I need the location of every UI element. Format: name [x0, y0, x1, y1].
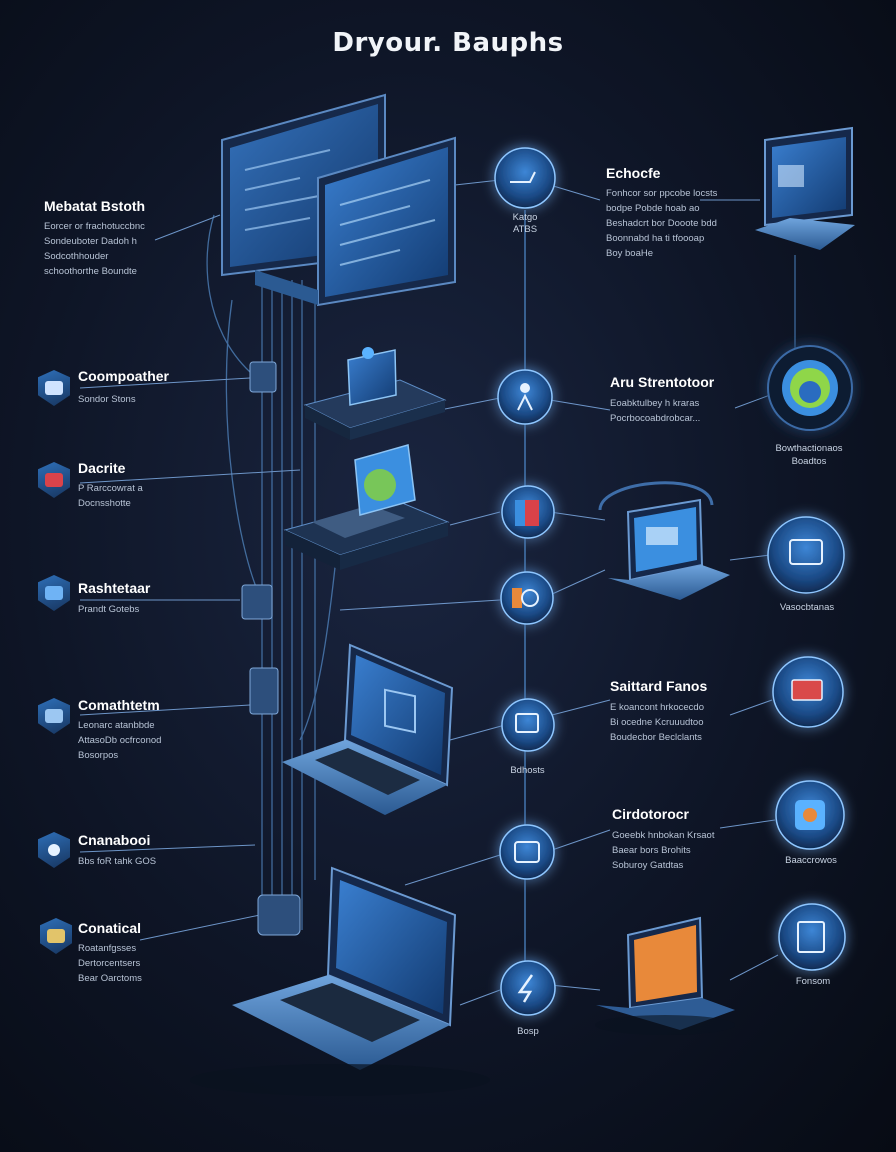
center-caption-5: Bdhosts	[510, 765, 545, 776]
right-laptop-bottom	[595, 916, 735, 1035]
node-line: Boudecbor Beclclants	[610, 732, 702, 743]
right-caption-1: Bowthactionaos Boadtos	[775, 443, 843, 467]
disc-icon	[500, 571, 554, 625]
center-orbs	[494, 147, 556, 1016]
node-line: Bbs foR tahk GOS	[78, 856, 157, 867]
left-node-6: Cnanabooi Bbs foR tahk GOS	[78, 832, 156, 869]
node-line: E koancont hrkocecdo	[610, 702, 705, 713]
eye-shield-icon	[767, 345, 853, 431]
node-line: Bi ocedne Kcruuudtoo	[610, 717, 704, 728]
node-line: Sondeuboter Dadoh h	[44, 236, 137, 247]
node-heading: Dacrite	[78, 460, 126, 476]
node-line: AttasoDb ocfrconod	[78, 735, 162, 746]
node-heading: Aru Strentotoor	[610, 374, 715, 390]
book-icon	[501, 485, 555, 539]
node-line: Eoabktulbey h kraras	[610, 398, 700, 409]
node-heading: Coompoather	[78, 368, 169, 384]
node-heading: Conatical	[78, 920, 142, 936]
node-line: Boonnabd ha ti tfoooap	[606, 233, 705, 244]
right-monitor-top	[755, 126, 855, 250]
node-line: Pocrbocoabdrobcar...	[610, 413, 701, 424]
right-caption-2: Vasocbtanas	[779, 602, 835, 613]
node-heading: Echocfe	[606, 165, 661, 181]
node-line: Dertorcentsers	[78, 958, 141, 969]
mid-connectors	[339, 179, 779, 1006]
node-line: Bear Oarctoms	[78, 973, 142, 984]
right-laptop-mid	[598, 481, 730, 600]
node-line: Prandt Gotebs	[78, 604, 140, 615]
node-heading: Comathtetm	[78, 697, 160, 713]
left-node-2: Coompoather Sondor Stons	[78, 368, 169, 407]
page-title: Dryour. Bauphs	[332, 28, 564, 58]
node-heading: Saittard Fanos	[610, 678, 708, 694]
right-node-1: Echocfe Fonhcor sor ppcobe locsts bodpe …	[606, 165, 717, 261]
node-line: bodpe Pobde hoab ao	[606, 203, 700, 214]
center-caption-1: Katgo ATBS	[512, 212, 538, 235]
node-heading: Cirdotorocr	[612, 806, 689, 822]
node-line: Bosorpos	[78, 750, 119, 761]
left-node-4: Rashtetaar Prandt Gotebs	[78, 580, 150, 617]
node-line: Sondor Stons	[78, 394, 136, 405]
platform-device-1	[303, 347, 447, 440]
left-node-5: Comathtetm Leonarc atanbbde AttasoDb ocf…	[78, 697, 161, 763]
node-line: P Rarccowrat a	[78, 483, 143, 494]
right-node-3: Saittard Fanos E koancont hrkocecdo Bi o…	[610, 678, 707, 745]
node-line: Soburoy Gatdtas	[612, 860, 684, 871]
node-line: Goeebk hnbokan Krsaot	[612, 830, 715, 841]
junction-boxes	[241, 361, 301, 936]
node-line: Boy boaHe	[606, 248, 654, 259]
right-caption-3: Baaccrowos	[785, 855, 837, 866]
hand-device-icon	[501, 698, 555, 752]
node-heading: Rashtetaar	[78, 580, 151, 596]
right-node-2: Aru Strentotoor Eoabktulbey h kraras Poc…	[610, 374, 714, 426]
left-node-3: Dacrite P Rarccowrat a Docnsshotte	[78, 460, 143, 511]
right-node-4: Cirdotorocr Goeebk hnbokan Krsaot Baear …	[612, 806, 714, 873]
left-node-1: Mebatat Bstoth Eorcer or frachotuccbnc S…	[44, 198, 145, 279]
laptop-3	[282, 643, 454, 815]
cable-bundle	[206, 214, 341, 930]
node-heading: Cnanabooi	[78, 832, 151, 848]
node-line: Docnsshotte	[78, 498, 131, 509]
left-connectors	[79, 214, 301, 941]
node-line: Beshadcrt bor Dooote bdd	[606, 218, 717, 229]
node-line: Fonhcor sor ppcobe locsts	[606, 188, 718, 199]
lightning-icon	[500, 960, 556, 1016]
monitor-icon	[772, 656, 844, 728]
top-monitors	[221, 93, 456, 307]
person-icon	[497, 369, 553, 425]
node-line: Sodcothhouder	[44, 251, 109, 262]
platform-device-2	[283, 444, 450, 570]
document-icon	[778, 903, 846, 971]
camera-icon	[775, 780, 845, 850]
node-line: schoothorthe Boundte	[44, 266, 137, 277]
node-line: Leonarc atanbbde	[78, 720, 155, 731]
right-orbs	[767, 345, 853, 971]
hand-globe-icon	[494, 147, 556, 209]
center-caption-7: Bosp	[517, 1026, 539, 1037]
left-node-7: Conatical Roatanfgsses Dertorcentsers Be…	[78, 920, 142, 986]
laptop-bottom	[190, 866, 490, 1096]
node-line: Roatanfgsses	[78, 943, 137, 954]
printer-icon	[767, 516, 845, 594]
node-heading: Mebatat Bstoth	[44, 198, 146, 214]
node-line: Baear bors Brohits	[612, 845, 691, 856]
node-line: Eorcer or frachotuccbnc	[44, 221, 145, 232]
right-caption-4: Fonsom	[795, 976, 831, 987]
chip-icon	[499, 824, 555, 880]
